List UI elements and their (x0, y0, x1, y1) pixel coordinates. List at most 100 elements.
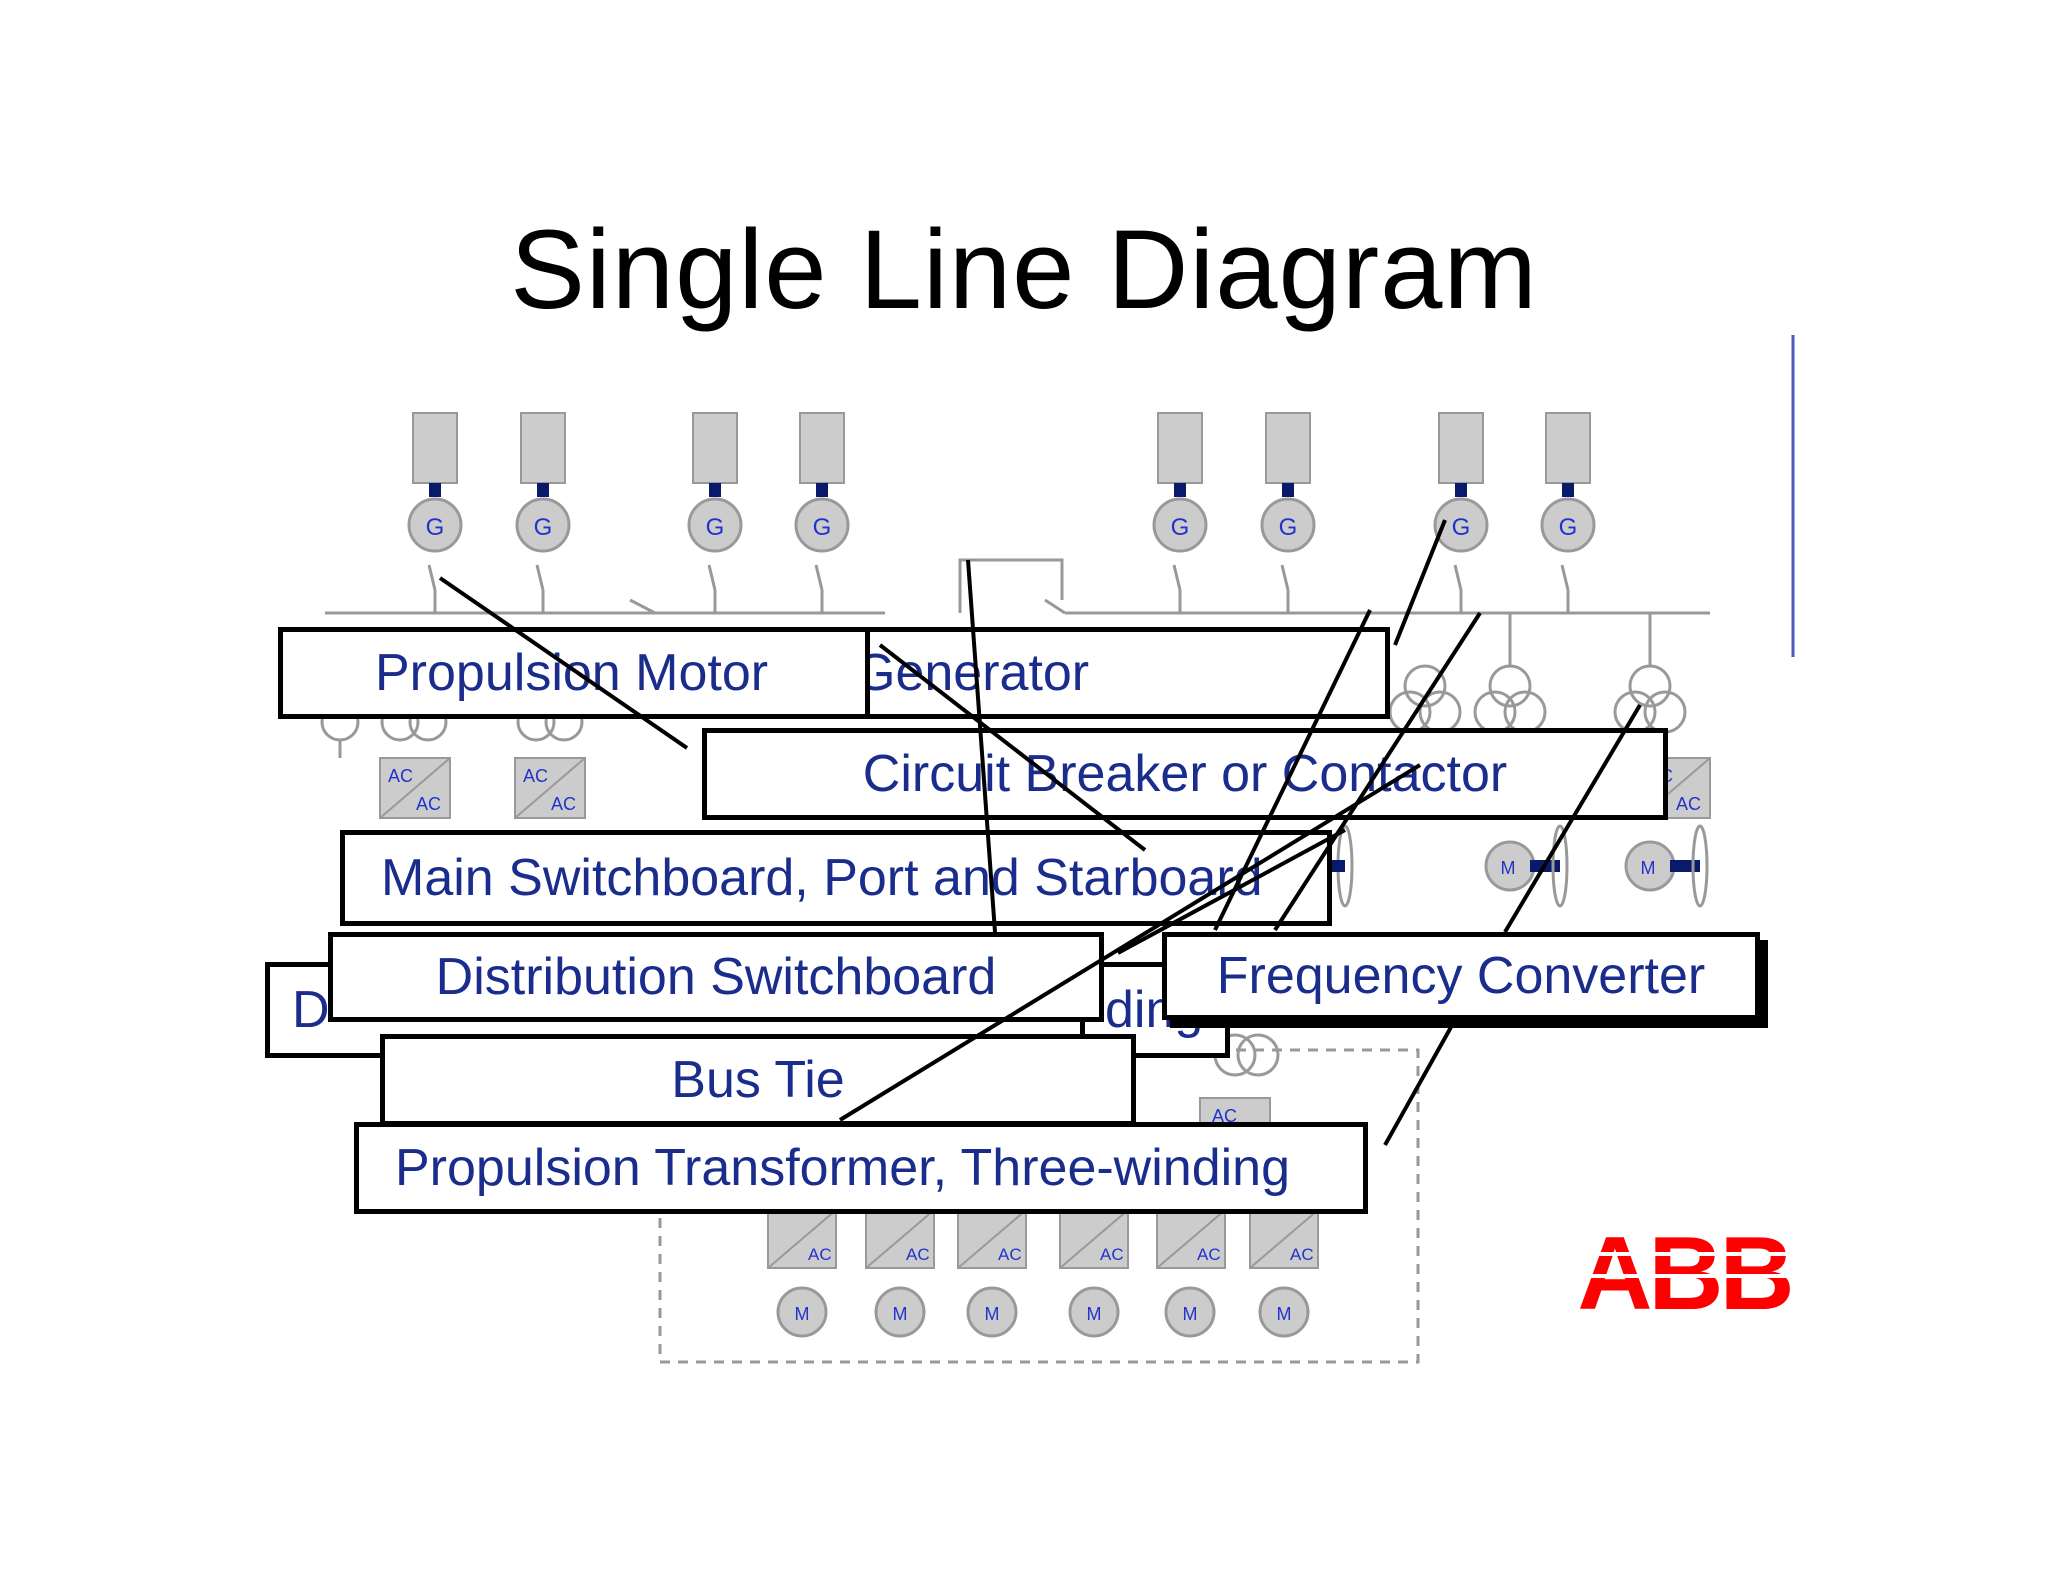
engine-block (1545, 412, 1591, 484)
label-main-switchboard: Main Switchboard, Port and Starboard (340, 830, 1332, 926)
generator-symbol-label: G (534, 514, 553, 541)
motor-symbol-label: M (985, 1304, 1000, 1324)
motor-symbol-label: M (893, 1304, 908, 1324)
bus-tie-symbol (629, 558, 1066, 615)
generator-symbol-label: G (706, 514, 725, 541)
drive-motor-symbol: M (966, 1286, 1018, 1338)
drive-converter-symbol: AC (1059, 1209, 1129, 1269)
drive-motor-symbol: M (1068, 1286, 1120, 1338)
shaft (1174, 483, 1186, 497)
label-circuit-breaker: Circuit Breaker or Contactor (702, 728, 1668, 820)
shaft (1455, 483, 1467, 497)
converter-output-label: AC (551, 794, 576, 814)
converter-diagonal (1059, 1209, 1129, 1269)
engine-block (1265, 412, 1311, 484)
motor-symbol-label: M (1277, 1304, 1292, 1324)
motor-circle (874, 1286, 926, 1338)
shaft (709, 483, 721, 497)
converter-output-label: AC (1290, 1245, 1314, 1264)
drive-motor-symbol: M (874, 1286, 926, 1338)
motor-symbol-label: M (1183, 1304, 1198, 1324)
drive-converter-symbol: AC (865, 1209, 935, 1269)
drive-motor-symbol: M (1258, 1286, 1310, 1338)
generator-unit: G (407, 412, 463, 613)
generator-symbol (515, 497, 571, 553)
converter-diagonal (379, 757, 451, 819)
right-transformers (1388, 613, 1687, 734)
converter-diagonal (767, 1209, 837, 1269)
converter-output-label: AC (1197, 1245, 1221, 1264)
breaker-switch (707, 564, 717, 591)
motor-symbol-label: M (1087, 1304, 1102, 1324)
breaker-switch (427, 564, 437, 591)
motor-symbol-label: M (1641, 858, 1656, 878)
engine-block (412, 412, 458, 484)
generator-unit: G (687, 412, 743, 613)
drive-converter-symbol: AC (957, 1209, 1027, 1269)
converter-diagonal (865, 1209, 935, 1269)
generator-symbol-label: G (1171, 514, 1190, 541)
generator-unit: G (1540, 412, 1596, 613)
generator-unit: G (1260, 412, 1316, 613)
label-distribution-switchboard: Distribution Switchboard (328, 932, 1104, 1022)
label-bus-tie: Bus Tie (380, 1034, 1136, 1126)
converter-output-label: AC (1676, 794, 1701, 814)
converter-output-label: AC (998, 1245, 1022, 1264)
breaker-switch (1280, 564, 1290, 591)
generator-symbol (1260, 497, 1316, 553)
engine-block (799, 412, 845, 484)
engine-block (692, 412, 738, 484)
generator-symbol-label: G (1559, 514, 1578, 541)
motor-symbol-label: M (795, 1304, 810, 1324)
breaker-switch (535, 564, 545, 591)
drive-converter-symbol: AC (1249, 1209, 1319, 1269)
breaker-switch (1560, 564, 1570, 591)
generator-symbol (687, 497, 743, 553)
shaft (1282, 483, 1294, 497)
generator-unit: G (794, 412, 850, 613)
motor-symbol-label: M (1501, 858, 1516, 878)
engine-block (520, 412, 566, 484)
converter-diagonal (1249, 1209, 1319, 1269)
converter-input-label: AC (388, 766, 413, 786)
generator-symbol-label: G (813, 514, 832, 541)
shaft (537, 483, 549, 497)
label-frequency-converter: Frequency Converter (1162, 932, 1760, 1020)
drive-motor-symbol: M (776, 1286, 828, 1338)
abb-logo: ABB (1574, 1222, 1794, 1322)
generator-symbol-label: G (1452, 514, 1471, 541)
motor-circle (966, 1286, 1018, 1338)
converter-output-label: AC (1100, 1245, 1124, 1264)
converter-input-label: AC (523, 766, 548, 786)
motor-circle (1068, 1286, 1120, 1338)
generator-unit: G (515, 412, 571, 613)
drive-converter-symbol: AC (1156, 1209, 1226, 1269)
shaft (816, 483, 828, 497)
converter-diagonal (1156, 1209, 1226, 1269)
motor-circle (1164, 1286, 1216, 1338)
drive-motor-symbol: M (1164, 1286, 1216, 1338)
converter-diagonal (957, 1209, 1027, 1269)
converter-output-label: AC (808, 1245, 832, 1264)
motor-circle (1258, 1286, 1310, 1338)
shaft (1562, 483, 1574, 497)
breaker-switch (1172, 564, 1182, 591)
generator-symbol-label: G (426, 514, 445, 541)
generator-symbol (1540, 497, 1596, 553)
generator-symbol-label: G (1279, 514, 1298, 541)
generator-unit: G (1152, 412, 1208, 613)
label-propulsion-transformer: Propulsion Transformer, Three-winding (354, 1122, 1368, 1214)
abb-logo-text: ABB (1577, 1222, 1790, 1322)
generator-symbol (794, 497, 850, 553)
engine-block (1157, 412, 1203, 484)
page-title: Single Line Diagram (510, 207, 1538, 332)
drive-converter-symbol: AC (767, 1209, 837, 1269)
converter-output-label: AC (416, 794, 441, 814)
breaker-switch (1453, 564, 1463, 591)
